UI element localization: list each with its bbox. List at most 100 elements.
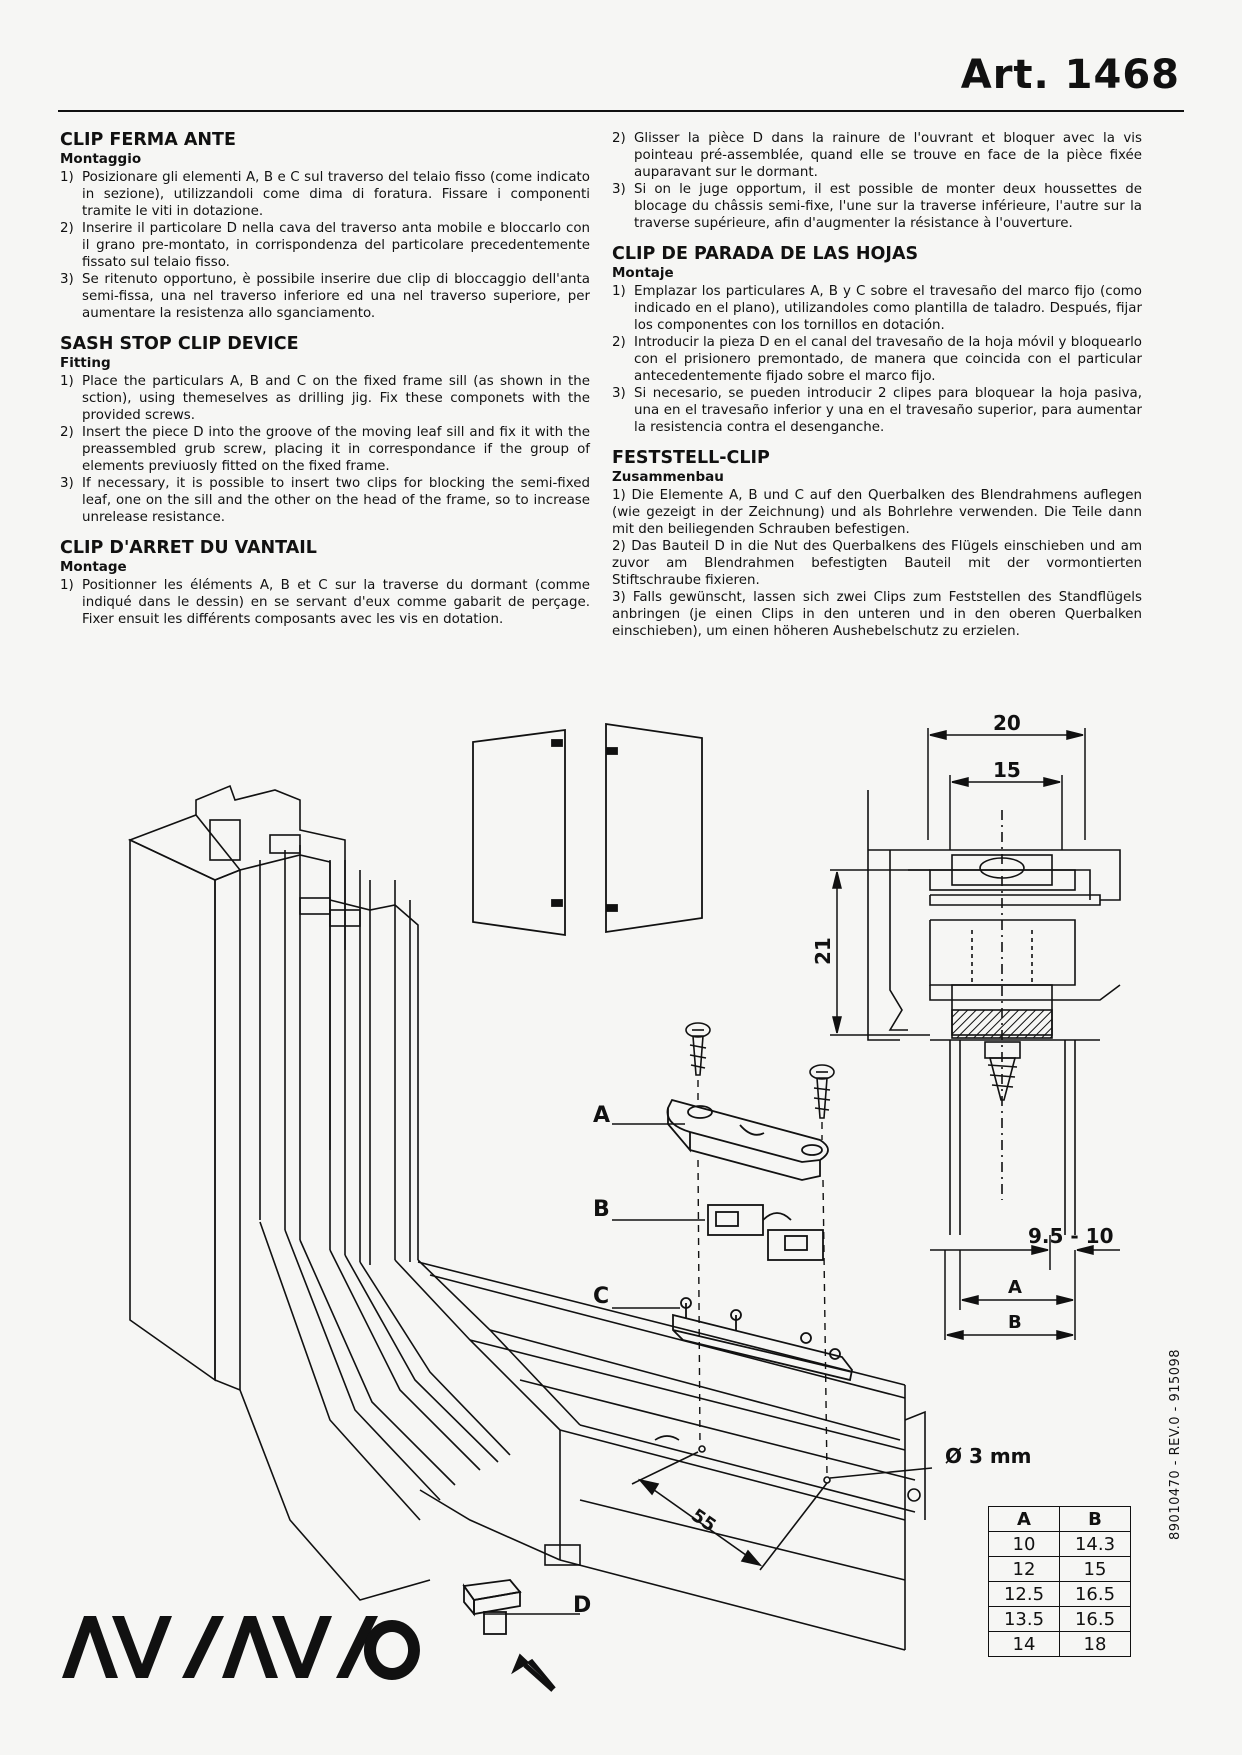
step-list: 1) Place the particulars A, B and C on th… bbox=[60, 373, 590, 526]
section-subtitle: Montaje bbox=[612, 265, 674, 281]
step-item: 2) Insert the piece D into the groove of … bbox=[60, 424, 590, 475]
step-item: 2)Inserire il particolare D nella cava d… bbox=[60, 220, 590, 271]
step-text: Inserire il particolare D nella cava del… bbox=[82, 221, 590, 270]
part-a-plate bbox=[666, 1098, 829, 1181]
step-text: Posizionare gli elementi A, B e C sul tr… bbox=[82, 170, 590, 219]
instruction-section: 2) Glisser la pièce D dans la rainure de … bbox=[612, 130, 1142, 232]
label-c: C bbox=[593, 1284, 609, 1309]
table-header-a: A bbox=[988, 1506, 1060, 1532]
section-title: CLIP D'ARRET DU VANTAIL bbox=[60, 538, 317, 558]
step-text: Insert the piece D into the groove of th… bbox=[82, 425, 590, 474]
section-title: SASH STOP CLIP DEVICE bbox=[60, 334, 299, 354]
table-cell: 14.3 bbox=[1059, 1531, 1131, 1557]
dim-9-5-10: 9.5 - 10 bbox=[1028, 1224, 1114, 1248]
step-item: 1) Positionner les éléments A, B et C sur… bbox=[60, 577, 590, 628]
step-item: 3) Si necesario, se pueden introducir 2 c… bbox=[612, 385, 1142, 436]
section-subtitle: Fitting bbox=[60, 355, 111, 371]
dim-55: 55 bbox=[687, 1505, 720, 1537]
screw-left bbox=[685, 1022, 711, 1076]
step-number: 3) bbox=[612, 182, 626, 197]
section-dimensions bbox=[830, 728, 1120, 1340]
dim-b: B bbox=[1008, 1312, 1022, 1333]
step-number: 3) bbox=[612, 386, 626, 401]
dim-15: 15 bbox=[993, 758, 1021, 782]
leaf-panels-diagram bbox=[472, 722, 703, 937]
step-number: 1) bbox=[60, 170, 74, 185]
step-text: Introducir la pieza D en el canal del tr… bbox=[634, 335, 1142, 384]
section-title: CLIP DE PARADA DE LAS HOJAS bbox=[612, 244, 919, 264]
step-number: 2) bbox=[60, 425, 74, 440]
assembly-drawing: A B C D 20 15 21 9.5 - 10 A B 55 Ø 3 mm bbox=[127, 711, 1121, 1692]
dimension-55 bbox=[631, 1451, 828, 1571]
step-text: 1) Die Elemente A, B und C auf den Querb… bbox=[612, 488, 1142, 537]
step-number: 2) bbox=[612, 131, 626, 146]
step-number: 3) bbox=[60, 272, 74, 287]
label-d: D bbox=[573, 1593, 591, 1618]
document-number: 89010470 - REV.0 - 915098 bbox=[1168, 1348, 1183, 1540]
table-cell: 16.5 bbox=[1059, 1606, 1131, 1632]
step-text: If necessary, it is possible to insert t… bbox=[82, 476, 590, 525]
dim-21: 21 bbox=[811, 937, 835, 965]
step-text: Emplazar los particulares A, B y C sobre… bbox=[634, 284, 1142, 333]
right-column: 2) Glisser la pièce D dans la rainure de … bbox=[612, 130, 1142, 652]
section-title: FESTSTELL-CLIP bbox=[612, 448, 770, 468]
table-cell: 14 bbox=[988, 1631, 1060, 1657]
table-cell: 10 bbox=[988, 1531, 1060, 1557]
step-item: 1) Posizionare gli elementi A, B e C sul … bbox=[60, 169, 590, 220]
step-text: Place the particulars A, B and C on the … bbox=[82, 374, 590, 423]
step-text: 3) Falls gewünscht, lassen sich zwei Cli… bbox=[612, 590, 1142, 639]
step-number: 1) bbox=[60, 374, 74, 389]
part-d-slider bbox=[462, 1579, 522, 1635]
section-title: CLIP FERMA ANTE bbox=[60, 130, 236, 150]
step-item: 2)Introducir la pieza D en el canal del … bbox=[612, 334, 1142, 385]
screw-right bbox=[809, 1064, 835, 1119]
avsavio-logo bbox=[62, 1616, 420, 1680]
dim-20: 20 bbox=[993, 711, 1021, 735]
section-subtitle: Montage bbox=[60, 559, 127, 575]
step-item: 1) Emplazar los particulares A, B y C sob… bbox=[612, 283, 1142, 334]
step-list: 1) Positionner les éléments A, B et C sur… bbox=[60, 577, 590, 628]
step-number: 1) bbox=[612, 284, 626, 299]
frame-profile-horizontal bbox=[239, 1221, 926, 1651]
step-list: 1) Posizionare gli elementi A, B e C sul … bbox=[60, 169, 590, 322]
step-text: Si necesario, se pueden introducir 2 cli… bbox=[634, 386, 1142, 435]
step-text: Positionner les éléments A, B et C sur l… bbox=[82, 578, 590, 627]
step-item: 2) Glisser la pièce D dans la rainure de … bbox=[612, 130, 1142, 181]
section-subtitle: Montaggio bbox=[60, 151, 142, 167]
insert-arrow-icon bbox=[511, 1653, 556, 1689]
table-cell: 16.5 bbox=[1059, 1581, 1131, 1607]
step-item: 3) Se ritenuto opportuno, è possibile ins… bbox=[60, 271, 590, 322]
part-b-clip bbox=[707, 1204, 824, 1261]
step-list: 1) Emplazar los particulares A, B y C sob… bbox=[612, 283, 1142, 436]
label-b: B bbox=[593, 1197, 610, 1222]
step-list: 2) Glisser la pièce D dans la rainure de … bbox=[612, 130, 1142, 232]
article-number: Art. 1468 bbox=[960, 52, 1180, 98]
step-number: 1) bbox=[60, 578, 74, 593]
step-number: 3) bbox=[60, 476, 74, 491]
step-item: 3) Si on le juge opportum, il est possibl… bbox=[612, 181, 1142, 232]
cross-section-detail bbox=[867, 790, 1121, 1235]
table-cell: 13.5 bbox=[988, 1606, 1060, 1632]
step-text: Se ritenuto opportuno, è possibile inser… bbox=[82, 272, 590, 321]
part-c-bar bbox=[672, 1297, 853, 1382]
hole-diameter: Ø 3 mm bbox=[945, 1444, 1032, 1468]
section-subtitle: Zusammenbau bbox=[612, 469, 724, 485]
header-rule bbox=[58, 110, 1184, 112]
step-item: 3) If necessary, it is possible to insert… bbox=[60, 475, 590, 526]
table-cell: 12.5 bbox=[988, 1581, 1060, 1607]
step-text: Glisser la pièce D dans la rainure de l'… bbox=[634, 131, 1142, 180]
table-cell: 18 bbox=[1059, 1631, 1131, 1657]
step-text: Si on le juge opportum, il est possible … bbox=[634, 182, 1142, 231]
